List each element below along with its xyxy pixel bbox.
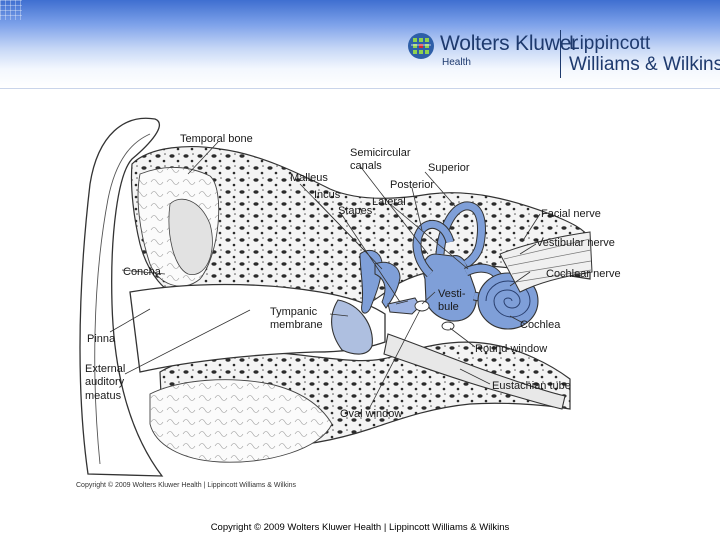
label-cochlea: Cochlea bbox=[520, 319, 561, 331]
logo-imprint-line1: Lippincott bbox=[569, 33, 651, 54]
label-lateral: Lateral bbox=[372, 196, 406, 208]
label-oval-window: Oval window bbox=[340, 408, 402, 420]
slide-copyright-footer: Copyright © 2009 Wolters Kluwer Health |… bbox=[210, 522, 510, 533]
ear-canal-shape bbox=[129, 283, 386, 373]
figure-copyright: Copyright © 2009 Wolters Kluwer Health |… bbox=[76, 481, 297, 489]
label-concha: Concha bbox=[123, 266, 162, 278]
slide-header-band bbox=[0, 0, 720, 88]
label-eustachian-tube: Eustachian tube bbox=[492, 380, 571, 392]
label-round-window: Round window bbox=[475, 343, 547, 355]
label-malleus: Malleus bbox=[290, 172, 328, 184]
tympanic-membrane-shape bbox=[331, 299, 373, 355]
label-cochlear-nerve: Cochlear nerve bbox=[546, 268, 621, 280]
label-pinna: Pinna bbox=[87, 333, 116, 345]
logo-divider bbox=[560, 30, 561, 78]
label-posterior: Posterior bbox=[390, 179, 434, 191]
label-temporal-bone: Temporal bone bbox=[180, 133, 253, 145]
label-semicircular-canals-line2: canals bbox=[350, 160, 382, 172]
pinna-shape bbox=[79, 117, 164, 477]
ear-anatomy-diagram: Temporal bone Semicircular canals Superi… bbox=[76, 117, 621, 489]
label-stapes: Stapes bbox=[338, 205, 373, 217]
label-incus: Incus bbox=[314, 189, 341, 201]
wolters-kluwer-logo-icon bbox=[408, 33, 434, 59]
label-vestibule-line2: bule bbox=[438, 301, 459, 313]
label-external-auditory-meatus-line3: meatus bbox=[85, 390, 122, 402]
leader-lines bbox=[109, 141, 541, 408]
header-grid-pattern bbox=[0, 0, 22, 20]
label-external-auditory-meatus-line1: External bbox=[85, 363, 125, 375]
label-semicircular-canals-line1: Semicircular bbox=[350, 147, 411, 159]
ear-anatomy-figure: Temporal bone Semicircular canals Superi… bbox=[70, 104, 650, 494]
label-tympanic-membrane-line1: Tympanic bbox=[270, 306, 318, 318]
logo-imprint-line2: Williams & Wilkins bbox=[569, 54, 720, 75]
logo-division-name: Health bbox=[442, 57, 471, 68]
label-superior: Superior bbox=[428, 162, 470, 174]
header-divider-line bbox=[0, 88, 720, 89]
label-vestibule-line1: Vesti- bbox=[438, 288, 466, 300]
label-vestibular-nerve: Vestibular nerve bbox=[536, 237, 615, 249]
temporal-bone-shape bbox=[130, 146, 591, 309]
label-external-auditory-meatus-line2: auditory bbox=[85, 376, 125, 388]
logo-company-name: Wolters Kluwer bbox=[440, 32, 579, 55]
publisher-logo: Wolters Kluwer Health Lippincott William… bbox=[407, 28, 720, 80]
eustachian-tube-shape bbox=[383, 333, 566, 410]
label-tympanic-membrane-line2: membrane bbox=[270, 319, 323, 331]
label-facial-nerve: Facial nerve bbox=[541, 208, 601, 220]
